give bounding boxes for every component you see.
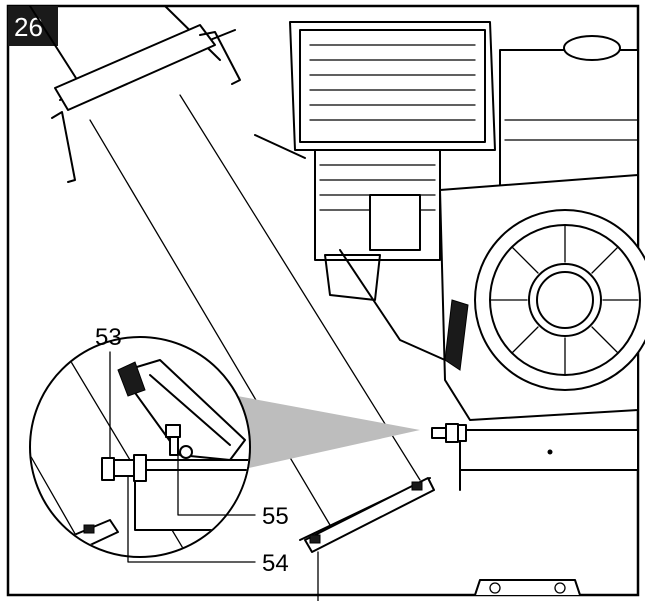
bolt-small [431,423,467,443]
callout-label-53: 53 [95,324,122,351]
discharge-chute [29,5,435,601]
figure-number-badge: 26 [8,6,58,46]
engine [254,21,645,421]
machine-frame [431,423,639,596]
zoom-cone [205,390,420,470]
callout-54: 54 [127,475,289,577]
detail-view [29,336,251,558]
bolt-53 [101,454,147,482]
callout-53: 53 [95,324,122,459]
figure-number: 26 [14,12,43,42]
callout-label-55: 55 [262,503,289,530]
callout-55: 55 [177,451,289,530]
bolt-55 [165,424,193,459]
callout-label-54: 54 [262,550,289,577]
